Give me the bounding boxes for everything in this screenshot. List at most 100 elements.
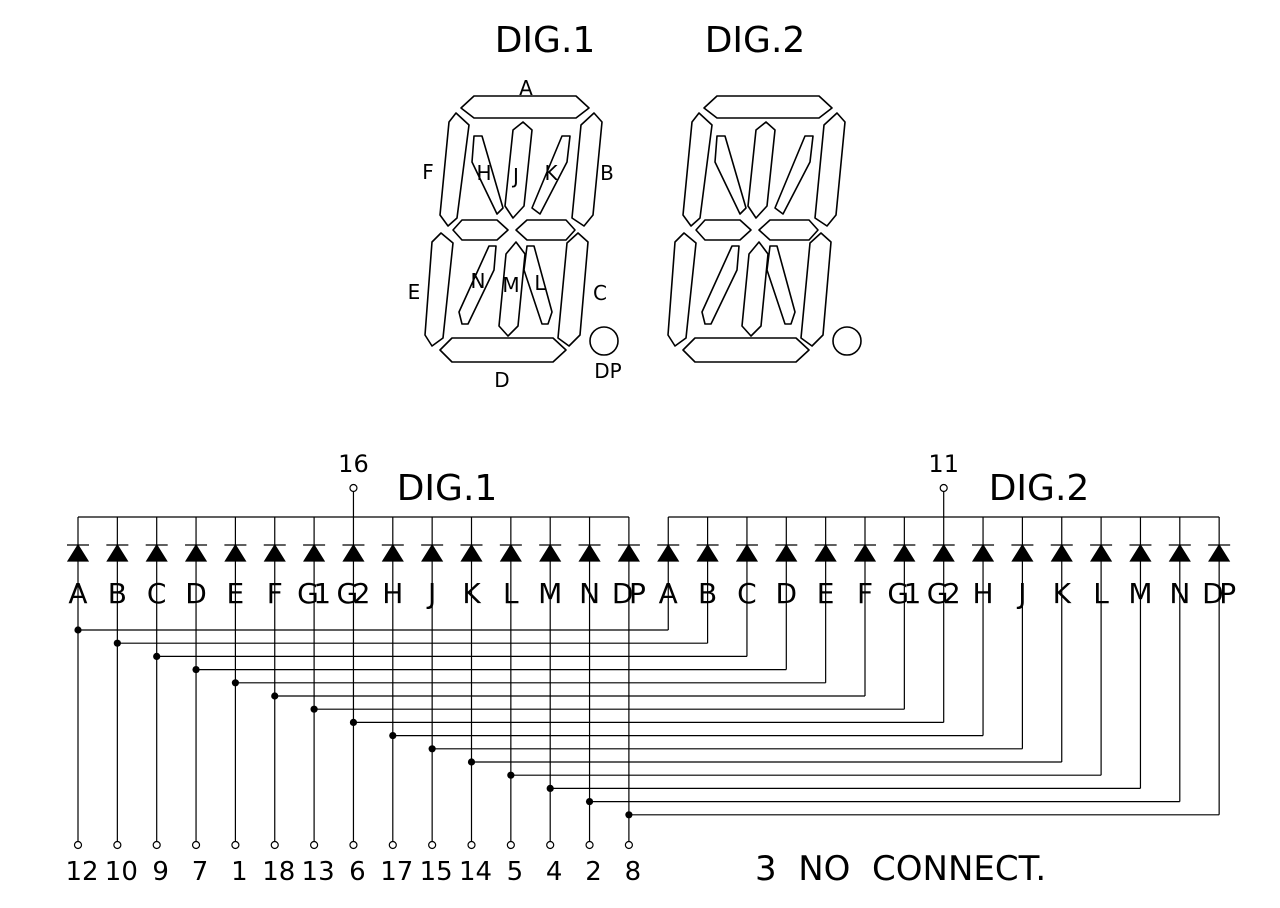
diode-dig2-e: [814, 543, 837, 562]
pin-number-dp: 8: [625, 857, 642, 887]
digit-1-title: DIG.1: [495, 20, 596, 61]
label-f: F: [422, 160, 434, 184]
junction-dot-dp: [625, 811, 633, 819]
segment-g2: [515, 219, 576, 241]
diode-dig2-g2: [932, 543, 955, 562]
diode-dig1-m: [539, 543, 562, 562]
pin-number-j: 15: [420, 857, 453, 887]
diode-dig2-c: [735, 543, 759, 562]
label-c: C: [593, 281, 607, 305]
segment-k: [531, 135, 571, 215]
pin-number-f: 18: [262, 857, 295, 887]
segment-d: [439, 337, 567, 363]
pin-number-n: 2: [585, 857, 602, 887]
common-pin-label-dig2: 11: [928, 450, 959, 478]
segment-n: [458, 245, 497, 325]
pin-number-g1: 13: [302, 857, 335, 887]
diode-dig2-j: [1011, 543, 1034, 562]
segment-label-dig1-j: J: [426, 577, 436, 610]
pin-terminal-e: [231, 840, 240, 850]
pin-terminal-j: [428, 840, 437, 850]
pin-terminal-k: [467, 840, 476, 850]
schematic-title-dig2: DIG.2: [989, 468, 1090, 509]
pin-terminal-l: [506, 840, 515, 850]
junction-dot-b: [113, 639, 121, 647]
segment-f: [682, 112, 713, 227]
diode-dig1-a: [66, 543, 90, 562]
segment-g1: [452, 219, 509, 241]
diode-dig1-dp: [617, 543, 640, 562]
junction-dot-g1: [310, 705, 318, 713]
segment-e: [667, 232, 697, 347]
segment-g1: [695, 219, 752, 241]
pin-terminal-h: [388, 840, 397, 850]
pin-terminal-n: [585, 840, 594, 850]
segment-a: [703, 95, 833, 119]
diode-dig1-n: [578, 543, 601, 562]
segment-j: [747, 121, 776, 219]
junction-dot-e: [231, 679, 239, 687]
junction-dot-h: [389, 732, 397, 740]
diode-dig2-m: [1129, 543, 1152, 562]
segment-m: [741, 241, 769, 337]
label-b: B: [600, 161, 614, 185]
segment-c: [800, 232, 832, 347]
pin-terminal-g2: [349, 840, 358, 850]
common-pin-label-dig1: 16: [338, 450, 369, 478]
diode-dig1-g2: [342, 543, 365, 562]
segment-l: [766, 245, 796, 325]
common-pin-terminal-dig2: [939, 483, 948, 493]
junction-dot-d: [192, 666, 200, 674]
diode-dig2-d: [775, 543, 798, 562]
diode-dig1-g1: [303, 543, 326, 562]
junction-dot-l: [507, 771, 515, 779]
pin-terminal-m: [546, 840, 555, 850]
segment-d: [682, 337, 810, 363]
label-a: A: [519, 76, 533, 100]
label-l: L: [534, 271, 546, 295]
label-d: D: [494, 368, 509, 392]
diode-dig2-l: [1090, 543, 1113, 562]
pin-terminal-b: [113, 840, 122, 850]
common-pin-terminal-dig1: [349, 483, 358, 493]
pin-terminal-f: [270, 840, 279, 850]
diode-dig1-c: [145, 543, 168, 562]
label-h: H: [476, 161, 491, 185]
segment-l: [523, 245, 553, 325]
segment-b: [571, 112, 603, 227]
no-connect-note: 3 NO CONNECT.: [755, 849, 1046, 889]
diode-dig1-e: [224, 543, 247, 562]
label-e: E: [408, 280, 421, 304]
diode-dig2-a: [657, 543, 680, 562]
pin-number-a: 12: [65, 857, 98, 887]
digit-1-segments: [424, 95, 619, 363]
junction-dot-k: [467, 758, 476, 766]
pin-number-m: 4: [546, 857, 563, 887]
pin-number-d: 7: [192, 857, 209, 887]
pin-number-h: 17: [380, 857, 413, 887]
segment-e: [424, 232, 454, 347]
pin-number-e: 1: [231, 857, 248, 887]
pin-number-l: 5: [507, 857, 524, 887]
diode-dig1-f: [263, 543, 286, 562]
schematic-title-dig1: DIG.1: [397, 468, 498, 509]
digit-1-display: DIG.1 A B C D E F H J K L M N DP: [408, 20, 622, 392]
diode-dig1-k: [460, 543, 483, 562]
digit-2-display: DIG.2: [667, 20, 862, 363]
pin-number-b: 10: [105, 857, 138, 887]
diode-dig2-dp: [1208, 543, 1231, 562]
segment-n: [701, 245, 740, 325]
diode-dig2-b: [696, 543, 719, 562]
segment-label-dig2-j: J: [1016, 577, 1026, 610]
segment-h: [714, 135, 747, 215]
label-j: J: [511, 164, 519, 188]
diode-dig1-l: [499, 543, 522, 562]
decimal-point: [832, 326, 862, 356]
segment-h: [471, 135, 504, 215]
segment-a: [460, 95, 590, 119]
pin-terminal-c: [152, 840, 161, 850]
label-n: N: [471, 269, 486, 293]
digit-2-title: DIG.2: [705, 20, 806, 61]
